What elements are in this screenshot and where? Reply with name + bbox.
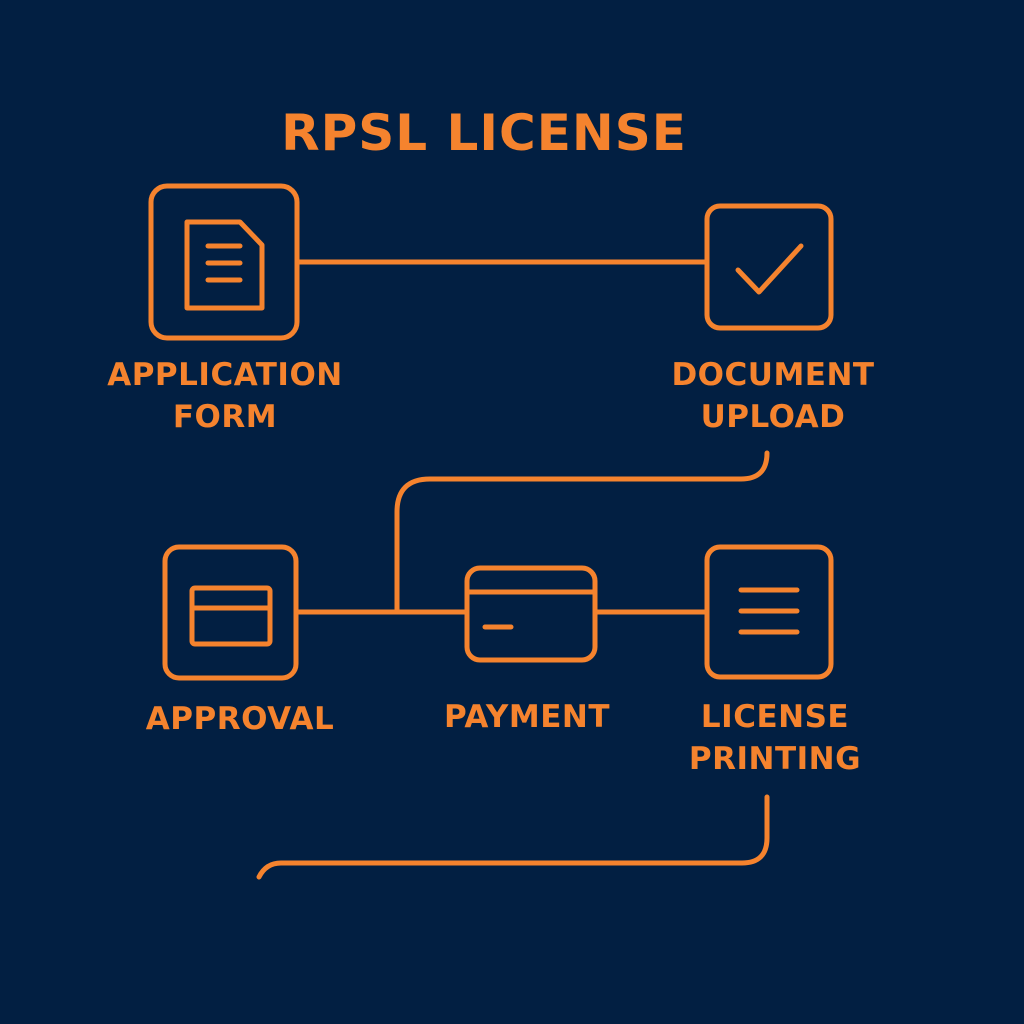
label-line: PRINTING: [688, 741, 862, 777]
label-line: DOCUMENT: [671, 357, 875, 393]
label-line: FORM: [172, 399, 278, 435]
step-label-license-printing: LICENSE PRINTING: [670, 696, 880, 780]
label-line: APPLICATION: [107, 357, 343, 393]
label-line: UPLOAD: [700, 399, 846, 435]
step-label-payment: PAYMENT: [420, 696, 634, 738]
checkmark-icon: [735, 243, 804, 295]
label-line: PAYMENT: [444, 699, 610, 735]
label-line: LICENSE: [700, 699, 850, 735]
step-box-application-form[interactable]: [148, 183, 300, 341]
connector-upload-to-approval: [394, 450, 770, 615]
document-icon: [184, 219, 265, 311]
step-box-payment[interactable]: [464, 565, 598, 663]
step-label-document-upload: DOCUMENT UPLOAD: [655, 354, 891, 438]
step-label-application-form: APPLICATION FORM: [100, 354, 350, 438]
step-label-approval: APPROVAL: [130, 698, 350, 740]
diagram-title: RPSL LICENSE: [281, 104, 687, 162]
connector-printing-continuation: [256, 794, 770, 880]
step-box-approval[interactable]: [162, 544, 299, 681]
step-box-license-printing[interactable]: [704, 544, 834, 680]
list-icon: [738, 587, 800, 635]
window-icon: [189, 585, 273, 647]
step-box-document-upload[interactable]: [704, 203, 834, 331]
credit-card-icon: [464, 565, 598, 663]
label-line: APPROVAL: [145, 701, 335, 737]
